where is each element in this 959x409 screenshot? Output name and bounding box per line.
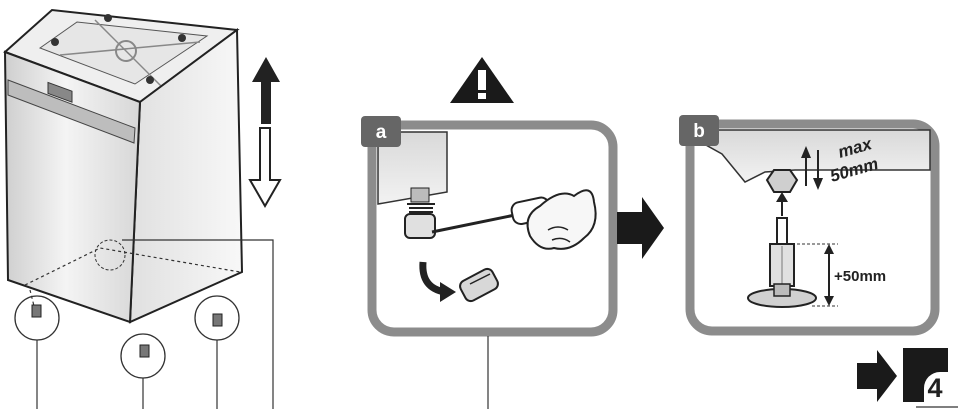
warning-triangle-icon [450,57,514,103]
panel-a-letter: a [376,122,387,143]
raise-arrow-icon [252,57,280,124]
panel-b: b [679,115,935,331]
extension-label: +50mm [834,268,886,285]
panel-a: a [361,116,613,409]
nut-icon [767,170,797,192]
right-arrow-icon [617,197,664,259]
lower-arrow-icon [250,128,280,206]
next-arrow-icon [857,350,897,402]
next-step: 4 [857,346,958,407]
dishwasher [5,10,273,409]
next-step-number: 4 [927,373,942,403]
panel-b-letter: b [693,121,705,142]
